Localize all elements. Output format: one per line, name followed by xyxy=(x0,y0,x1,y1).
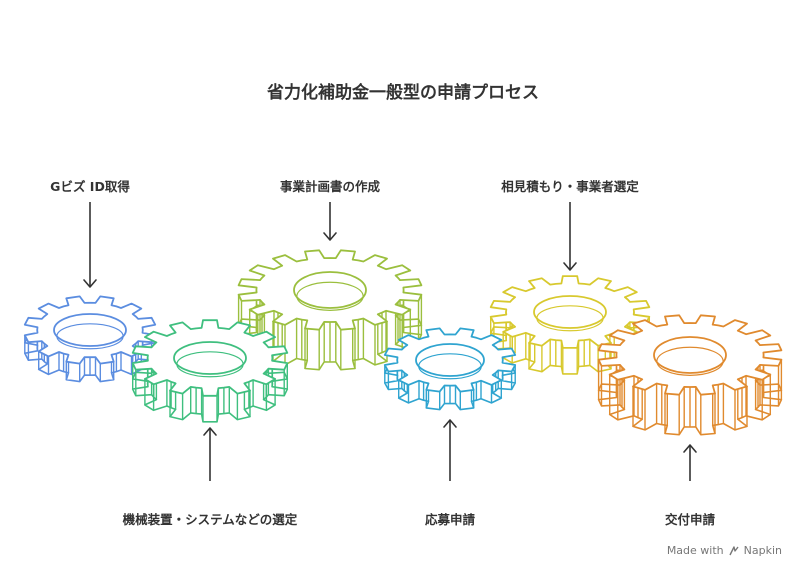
step-label-grant-application: 交付申請 xyxy=(664,512,716,527)
diagram-title: 省力化補助金一般型の申請プロセス xyxy=(267,83,539,103)
gear-equipment-selection xyxy=(131,319,289,423)
gear-hole xyxy=(653,336,727,374)
gear-hole xyxy=(293,271,367,309)
gear-hole xyxy=(53,313,127,347)
gear-hole xyxy=(533,295,607,329)
gear-hole-inner xyxy=(56,323,124,350)
arrow-quotation xyxy=(563,202,577,271)
made-with-text: Made with xyxy=(666,544,724,557)
gear-hole-inner xyxy=(536,305,604,332)
step-label-gbiz-id: Gビズ ID取得 xyxy=(50,179,130,194)
gear-grant-application xyxy=(597,314,783,436)
napkin-brand: Made with Napkin xyxy=(667,544,782,557)
gear-hole-inner xyxy=(176,351,244,378)
gear-application xyxy=(383,327,517,411)
arrow-application xyxy=(443,419,457,481)
gear-gbiz-id xyxy=(23,295,157,383)
arrow-gbiz-id xyxy=(83,202,97,288)
arrow-business-plan xyxy=(323,202,337,241)
gear-hole-inner xyxy=(296,281,364,311)
step-label-quotation: 相見積もり・事業者選定 xyxy=(501,179,639,194)
gear-hole xyxy=(415,343,485,377)
arrow-equipment-selection xyxy=(203,427,217,481)
gear-hole xyxy=(173,341,247,375)
napkin-name: Napkin xyxy=(743,544,782,557)
step-label-equipment-selection: 機械装置・システムなどの選定 xyxy=(122,512,298,527)
gear-quotation xyxy=(489,275,651,375)
arrow-grant-application xyxy=(683,444,697,481)
step-label-application: 応募申請 xyxy=(424,512,476,527)
step-label-business-plan: 事業計画書の作成 xyxy=(279,179,381,194)
napkin-logo-icon xyxy=(729,545,739,555)
gear-hole-inner xyxy=(656,346,724,376)
gear-hole-inner xyxy=(418,353,482,380)
